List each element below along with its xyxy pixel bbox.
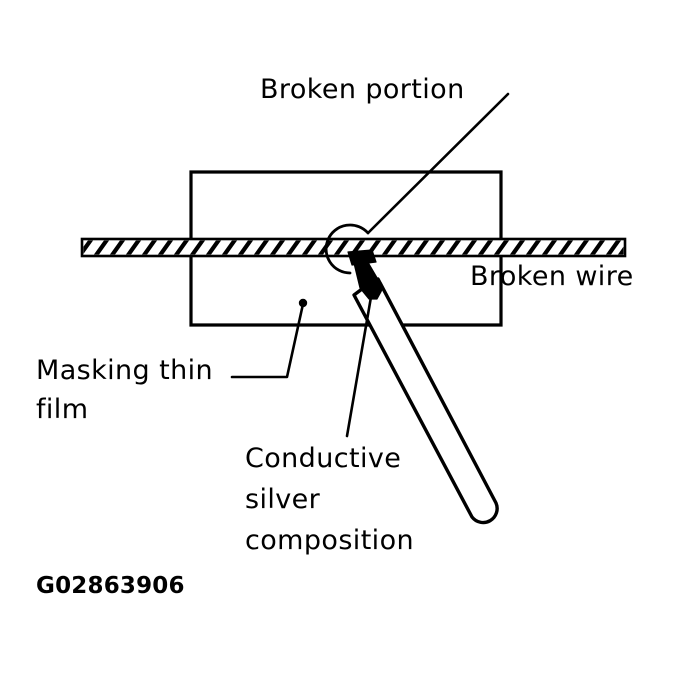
label-broken-portion: Broken portion [260,74,465,105]
broken-portion-circle [324,223,370,275]
masking-thin-film-rect [189,170,503,327]
label-conductive-silver-line1: Conductive [245,443,401,474]
broken-wire-band [80,237,627,258]
label-masking-thin-film-line1: Masking thin [36,355,213,386]
leader-broken-portion [366,92,510,235]
conductive-silver-applicator [347,249,499,525]
label-broken-wire: Broken wire [470,261,634,292]
label-masking-thin-film-line2: film [36,394,88,425]
leader-masking-thin-film [230,298,308,379]
figure-id-label: G02863906 [36,573,185,599]
masking-thin-film-leader-dot [298,298,308,308]
wire-hatching [83,240,624,255]
label-conductive-silver-line2: silver [245,484,321,515]
leader-conductive-silver [345,295,373,438]
label-conductive-silver-line3: composition [245,525,414,556]
